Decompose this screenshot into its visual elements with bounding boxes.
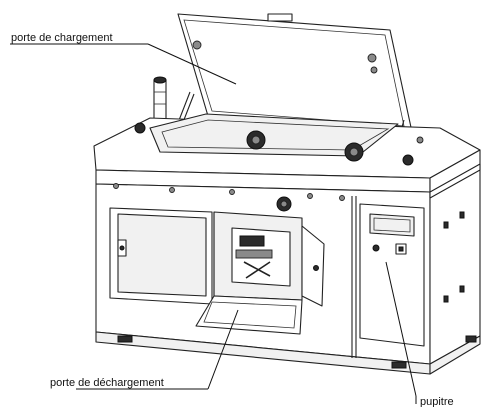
label-console: pupitre [420, 396, 454, 407]
lid-bolt [192, 40, 202, 50]
console-display [369, 213, 415, 237]
unloading-tray-door [195, 295, 303, 335]
leader-lines [10, 43, 417, 404]
side-access-panel [109, 207, 213, 305]
control-console [359, 203, 425, 347]
label-unloading-door: porte de déchargement [50, 377, 164, 389]
unloading-compartment [195, 196, 325, 335]
tank-opening [149, 113, 399, 157]
lid-handle [267, 13, 293, 22]
console-button-icon [372, 244, 380, 252]
label-loading-door: porte de chargement [11, 32, 113, 44]
unloading-side-door [301, 225, 325, 307]
lid-bolt [367, 53, 377, 63]
machine-top [93, 113, 481, 179]
lid-bolt [370, 66, 378, 74]
